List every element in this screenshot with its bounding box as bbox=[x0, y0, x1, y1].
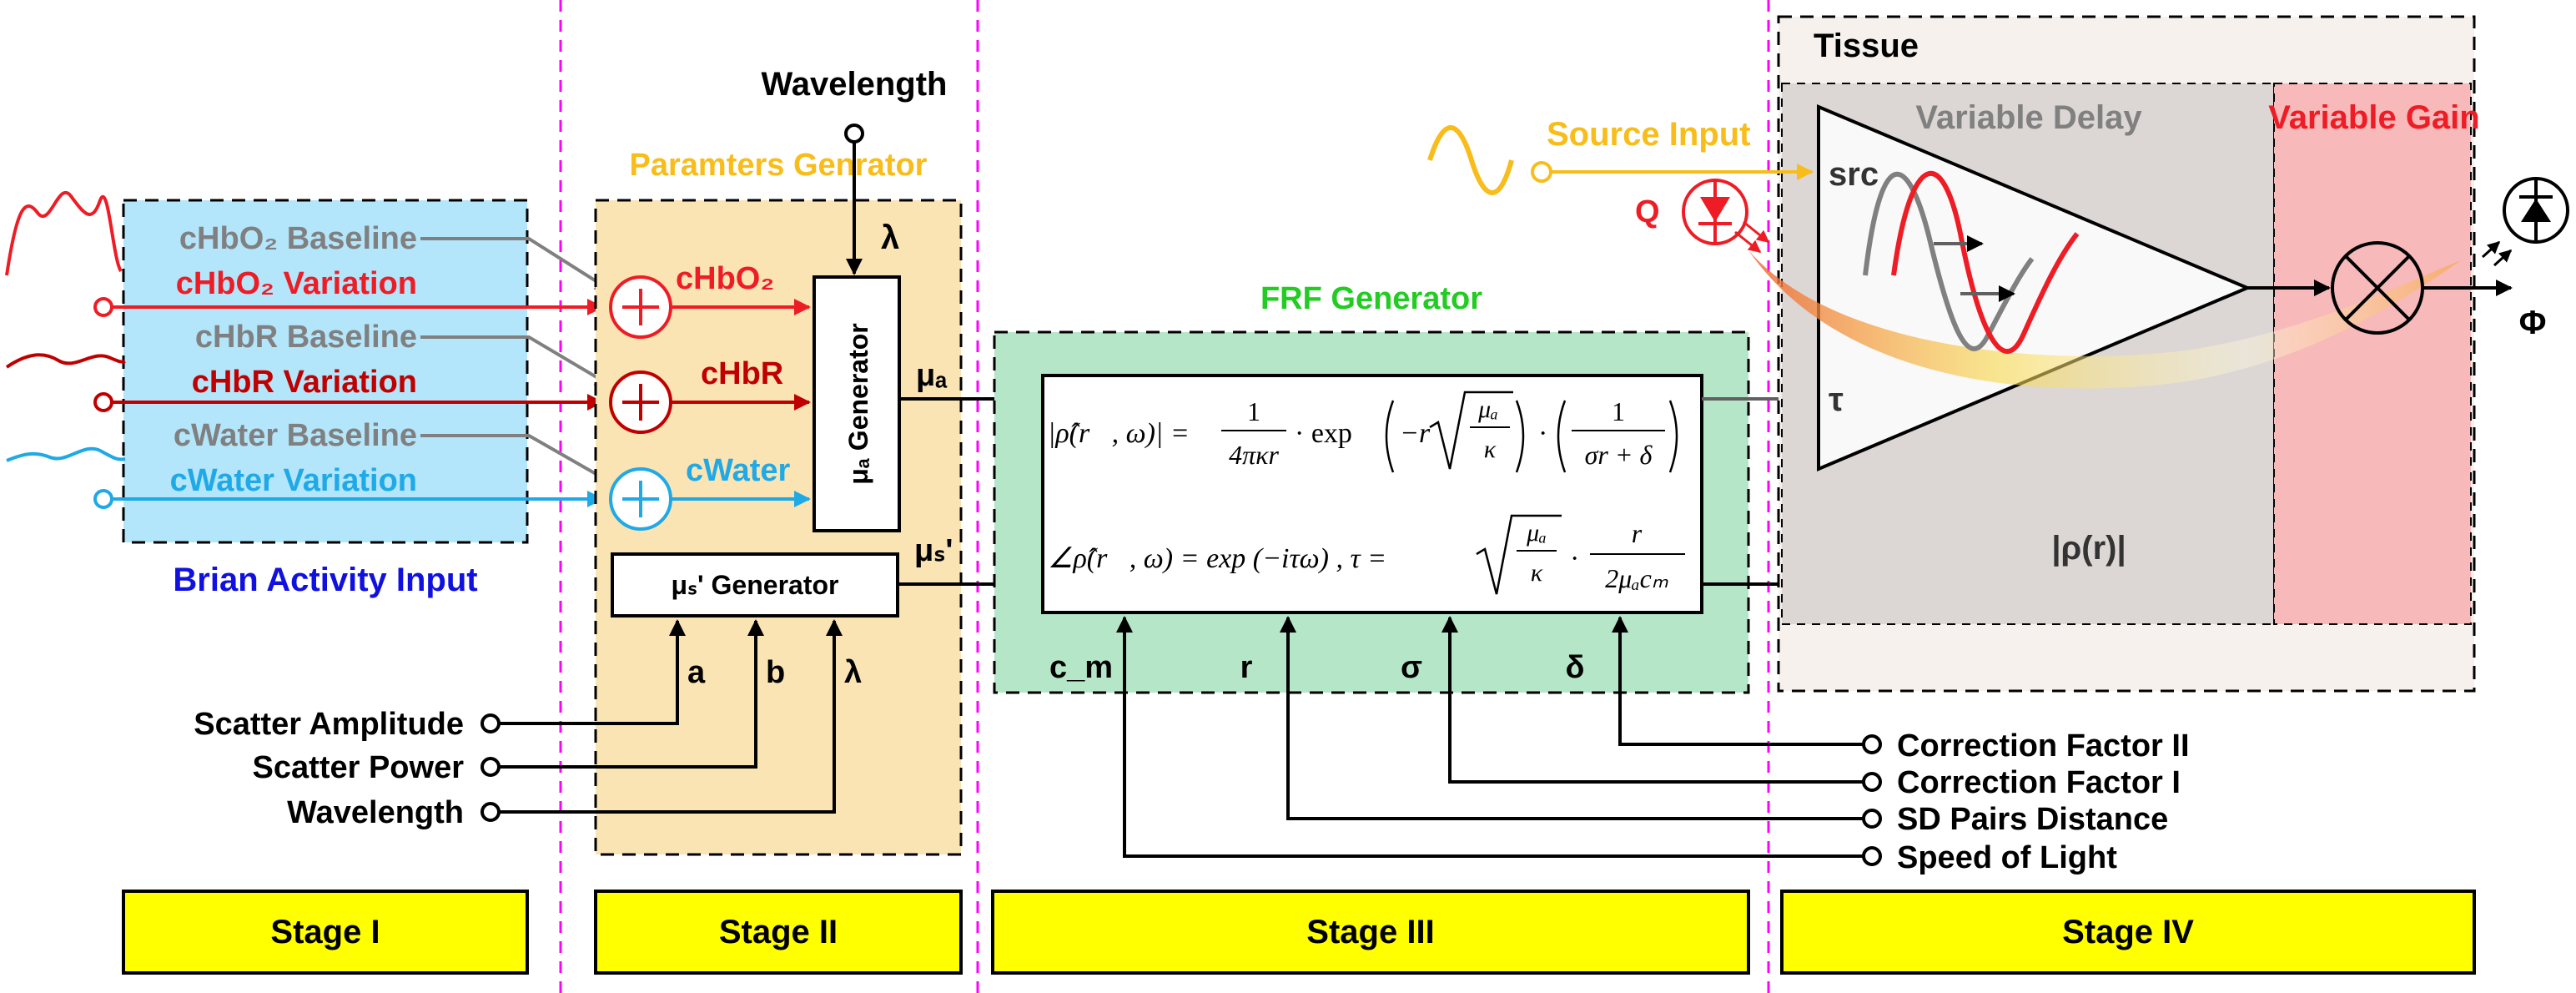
amplitude-equation: |ρ̂(r⃗, ω)| = 1 4πκr · exp −r μₐ κ · 1 σ… bbox=[1048, 391, 1678, 473]
svg-text:σr + δ: σr + δ bbox=[1585, 440, 1653, 470]
delayed-wave-red bbox=[1891, 170, 2080, 354]
speed-of-light-label: Speed of Light bbox=[1897, 840, 2117, 875]
svg-text:·: · bbox=[1538, 418, 1547, 449]
variable-gain-label: Variable Gain bbox=[2268, 99, 2479, 136]
svg-text:|ρ̂(r⃗, ω)| =: |ρ̂(r⃗, ω)| = bbox=[1048, 418, 1190, 449]
svg-text:−r: −r bbox=[1400, 418, 1431, 449]
parameters-generator-title: Paramters Genrator bbox=[630, 148, 928, 183]
svg-text:·: · bbox=[1570, 543, 1579, 574]
svg-text:∠ρ̂(r⃗, ω) = exp (−iτω) , τ =: ∠ρ̂(r⃗, ω) = exp (−iτω) , τ = bbox=[1048, 543, 1386, 574]
tissue-title: Tissue bbox=[1814, 28, 1919, 64]
source-waveform bbox=[1427, 125, 1514, 195]
source-wave-gray bbox=[1863, 171, 2035, 351]
hbo2-signal-label: cHbO₂ bbox=[676, 261, 774, 296]
hbo2-variation-label: cHbO₂ Variation bbox=[176, 266, 417, 301]
svg-text:κ: κ bbox=[1484, 436, 1497, 463]
scatter-input-ports[interactable] bbox=[480, 619, 843, 822]
svg-text:1: 1 bbox=[1247, 396, 1260, 426]
water-waveform bbox=[6, 446, 126, 462]
port-r-label: r bbox=[1240, 650, 1253, 685]
phase-equation: ∠ρ̂(r⃗, ω) = exp (−iτω) , τ = μₐ κ · r 2… bbox=[1048, 514, 1685, 595]
correction-factor-i-label: Correction Factor I bbox=[1897, 765, 2181, 800]
svg-text:· exp: · exp bbox=[1295, 418, 1352, 449]
brain-activity-input-title: Brian Activity Input bbox=[173, 562, 477, 598]
svg-text:2μₐcₘ: 2μₐcₘ bbox=[1605, 563, 1668, 593]
tau-label: τ bbox=[1829, 381, 1844, 418]
water-signal-label: cWater bbox=[686, 453, 791, 488]
light-source-icon bbox=[1682, 179, 1770, 254]
hbr-signal-label: cHbR bbox=[701, 356, 783, 391]
sum-junction-water bbox=[609, 467, 672, 531]
variable-delay-label: Variable Delay bbox=[1915, 99, 2142, 136]
svg-text:κ: κ bbox=[1531, 559, 1543, 587]
mua-generator-label: μₐ Generator bbox=[843, 323, 873, 484]
stage-iii-label: Stage III bbox=[1306, 914, 1434, 950]
port-lambda-label: λ bbox=[844, 655, 862, 690]
src-label: src bbox=[1829, 156, 1879, 193]
scatter-amplitude-label: Scatter Amplitude bbox=[194, 707, 464, 742]
source-input-label: Source Input bbox=[1547, 116, 1750, 153]
mua-output-label: μₐ bbox=[916, 358, 948, 393]
rho-label: |ρ(r)| bbox=[2051, 530, 2126, 567]
sd-pairs-distance-label: SD Pairs Distance bbox=[1897, 802, 2168, 837]
hbo2-baseline-label: cHbO₂ Baseline bbox=[179, 221, 417, 256]
water-variation-label: cWater Variation bbox=[170, 463, 417, 498]
port-delta-label: δ bbox=[1565, 650, 1584, 685]
light-beam bbox=[1748, 250, 2461, 389]
port-cm-label: c_m bbox=[1049, 650, 1113, 685]
scatter-power-label: Scatter Power bbox=[253, 750, 465, 785]
sum-junction-hbo2 bbox=[609, 275, 672, 339]
mus-output-label: μₛ' bbox=[914, 533, 953, 568]
mus-generator-label: μₛ' Generator bbox=[672, 570, 839, 600]
water-baseline-label: cWater Baseline bbox=[174, 418, 417, 453]
svg-text:1: 1 bbox=[1612, 396, 1625, 426]
variable-gain-region bbox=[2273, 83, 2472, 625]
port-b-label: b bbox=[766, 655, 785, 690]
frf-generator-title: FRF Generator bbox=[1260, 281, 1482, 316]
svg-text:r: r bbox=[1632, 518, 1643, 548]
baseline-arrows bbox=[420, 237, 612, 484]
variation-input-ports[interactable] bbox=[93, 297, 604, 509]
frf-equation-block bbox=[1041, 374, 1703, 614]
port-a-label: a bbox=[687, 655, 706, 690]
stage-i-label: Stage I bbox=[270, 914, 380, 950]
stage-i-box bbox=[122, 890, 529, 975]
stage-iv-box bbox=[1780, 890, 2476, 975]
stage-ii-box bbox=[594, 890, 963, 975]
correction-factor-ii-label: Correction Factor II bbox=[1897, 728, 2190, 764]
mus-generator-block bbox=[611, 552, 899, 617]
stage-ii-label: Stage II bbox=[719, 914, 838, 950]
detector-icon bbox=[2481, 177, 2569, 267]
svg-text:μₐ: μₐ bbox=[1526, 519, 1547, 547]
port-sigma-label: σ bbox=[1401, 650, 1422, 685]
hbo2-waveform bbox=[5, 191, 123, 276]
brain-activity-input-box bbox=[122, 199, 529, 544]
sum-junction-hbr bbox=[609, 370, 672, 434]
svg-text:4πκr: 4πκr bbox=[1229, 440, 1279, 470]
stage-iv-label: Stage IV bbox=[2062, 914, 2194, 950]
wavelength-top-port[interactable] bbox=[844, 123, 864, 144]
hbr-baseline-label: cHbR Baseline bbox=[195, 320, 417, 355]
stage-labels: Stage I Stage II Stage III Stage IV bbox=[122, 890, 2476, 975]
stage-iii-box bbox=[991, 890, 1750, 975]
source-input-port[interactable] bbox=[1531, 161, 1552, 183]
wavelength-top-label: Wavelength bbox=[762, 66, 948, 103]
hbr-waveform bbox=[5, 353, 126, 369]
phi-output-label: Φ bbox=[2519, 305, 2547, 341]
mua-generator-block bbox=[813, 275, 901, 532]
stage-separators bbox=[559, 0, 1770, 993]
q-label: Q bbox=[1635, 194, 1660, 229]
frf-input-ports[interactable] bbox=[1116, 616, 1882, 866]
hbr-variation-label: cHbR Variation bbox=[192, 365, 417, 400]
wavelength-bottom-label: Wavelength bbox=[287, 795, 464, 830]
lambda-top-label: λ bbox=[881, 219, 899, 256]
svg-text:μₐ: μₐ bbox=[1477, 396, 1498, 423]
